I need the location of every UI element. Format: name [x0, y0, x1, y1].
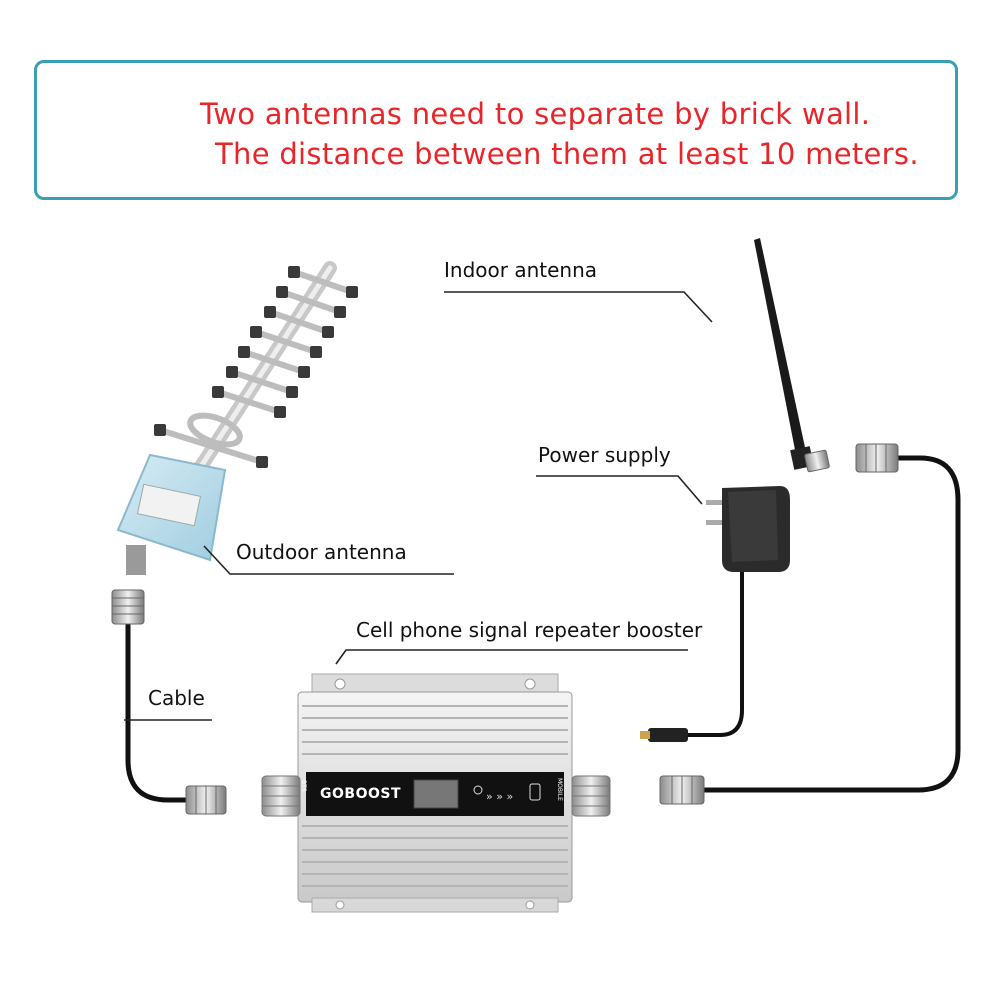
label-booster: Cell phone signal repeater booster: [356, 618, 703, 642]
label-cable: Cable: [148, 686, 205, 710]
device-port-right-label: MOBILE: [556, 778, 563, 801]
signal-booster-device: » » »: [261, 673, 611, 913]
outdoor-antenna-leader: [203, 545, 454, 575]
led-indicator-arrows: » » »: [486, 790, 513, 803]
warning-banner: [34, 60, 958, 200]
label-power-supply: Power supply: [538, 443, 671, 467]
warning-text-line-2: The distance between them at least 10 me…: [215, 137, 919, 171]
label-outdoor-antenna: Outdoor antenna: [236, 540, 407, 564]
indoor-antenna-leader: [444, 291, 713, 323]
label-indoor-antenna: Indoor antenna: [444, 258, 598, 282]
warning-text-line-1: Two antennas need to separate by brick w…: [200, 97, 871, 131]
indoor-cable: [659, 443, 961, 805]
device-brand-label: GOBOOST: [320, 786, 401, 802]
power-supply-adapter: [640, 486, 790, 742]
outdoor-cable: [111, 589, 227, 815]
device-port-left-label: BTS: [300, 780, 307, 792]
indoor-whip-antenna: [754, 238, 830, 473]
leader-lines: [124, 291, 713, 721]
power-supply-leader: [536, 475, 703, 505]
booster-leader: [335, 649, 688, 665]
outdoor-yagi-antenna: [116, 261, 358, 575]
